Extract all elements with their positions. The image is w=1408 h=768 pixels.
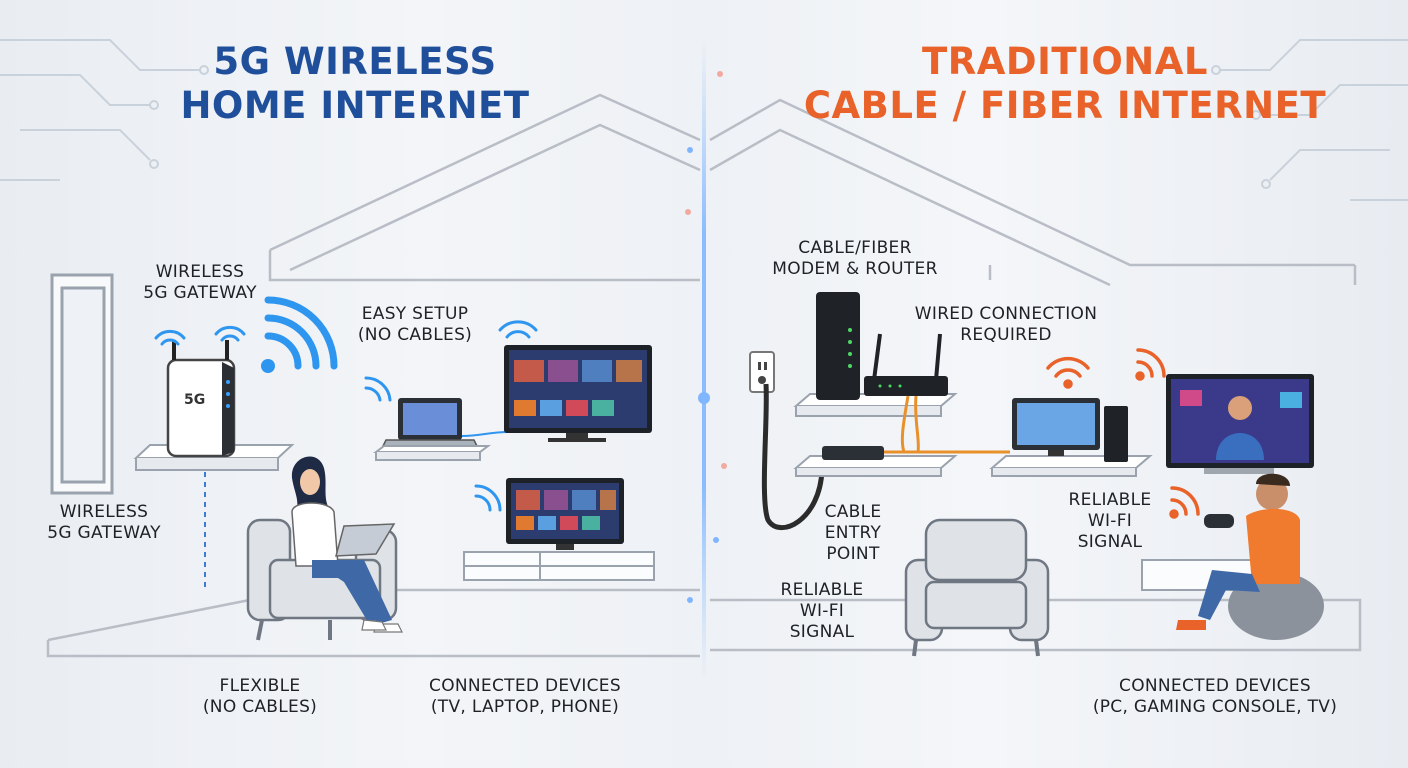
coax-cable xyxy=(761,383,825,531)
circuit-decoration-left xyxy=(0,39,209,181)
circuit-decoration-right xyxy=(1211,39,1408,201)
desktop-monitor-icon xyxy=(1012,398,1100,456)
label-wifi-right: RELIABLE WI-FI SIGNAL xyxy=(1068,490,1152,552)
ont-box xyxy=(822,446,884,460)
5g-gateway-icon xyxy=(166,340,236,458)
label-connected-devices-left: CONNECTED DEVICES (TV, LAPTOP, PHONE) xyxy=(429,676,621,717)
window xyxy=(50,273,114,495)
title-5g-wireless: 5G WIRELESS HOME INTERNET xyxy=(180,40,530,127)
laptop-icon xyxy=(380,398,480,449)
router-5g-badge: 5G xyxy=(184,392,206,408)
label-connected-devices-right: CONNECTED DEVICES (PC, GAMING CONSOLE, T… xyxy=(1092,676,1338,717)
armchair-icon xyxy=(904,518,1050,657)
smart-tv-icon xyxy=(1166,374,1314,468)
tv-stand xyxy=(463,551,655,581)
gamer-icon xyxy=(1176,473,1324,640)
label-easy-setup: EASY SETUP (NO CABLES) xyxy=(357,304,473,345)
console-icon xyxy=(1104,406,1128,462)
smart-tv-icon xyxy=(506,478,624,550)
label-gateway-top: WIRELESS 5G GATEWAY xyxy=(143,262,257,303)
label-wired-connection: WIRED CONNECTION REQUIRED xyxy=(914,304,1098,345)
wifi-icon xyxy=(154,320,538,512)
wifi-icon xyxy=(1046,348,1200,519)
title-traditional-cable: TRADITIONAL CABLE / FIBER INTERNET xyxy=(803,40,1327,127)
wall-outlet-icon xyxy=(749,351,775,393)
router-icon xyxy=(864,333,948,396)
smart-tv-icon xyxy=(504,345,652,442)
label-flexible: FLEXIBLE (NO CABLES) xyxy=(202,676,318,717)
label-cable-entry: CABLE ENTRY POINT xyxy=(824,502,882,564)
ethernet-cable xyxy=(884,395,1010,454)
label-gateway-side: WIRELESS 5G GATEWAY xyxy=(47,502,161,543)
person-icon xyxy=(291,456,403,633)
label-wifi-center: RELIABLE WI-FI SIGNAL xyxy=(780,580,864,642)
wifi-icon xyxy=(261,296,338,373)
label-modem-router: CABLE/FIBER MODEM & ROUTER xyxy=(772,238,938,279)
modem-icon xyxy=(816,292,860,400)
center-divider xyxy=(702,40,706,680)
